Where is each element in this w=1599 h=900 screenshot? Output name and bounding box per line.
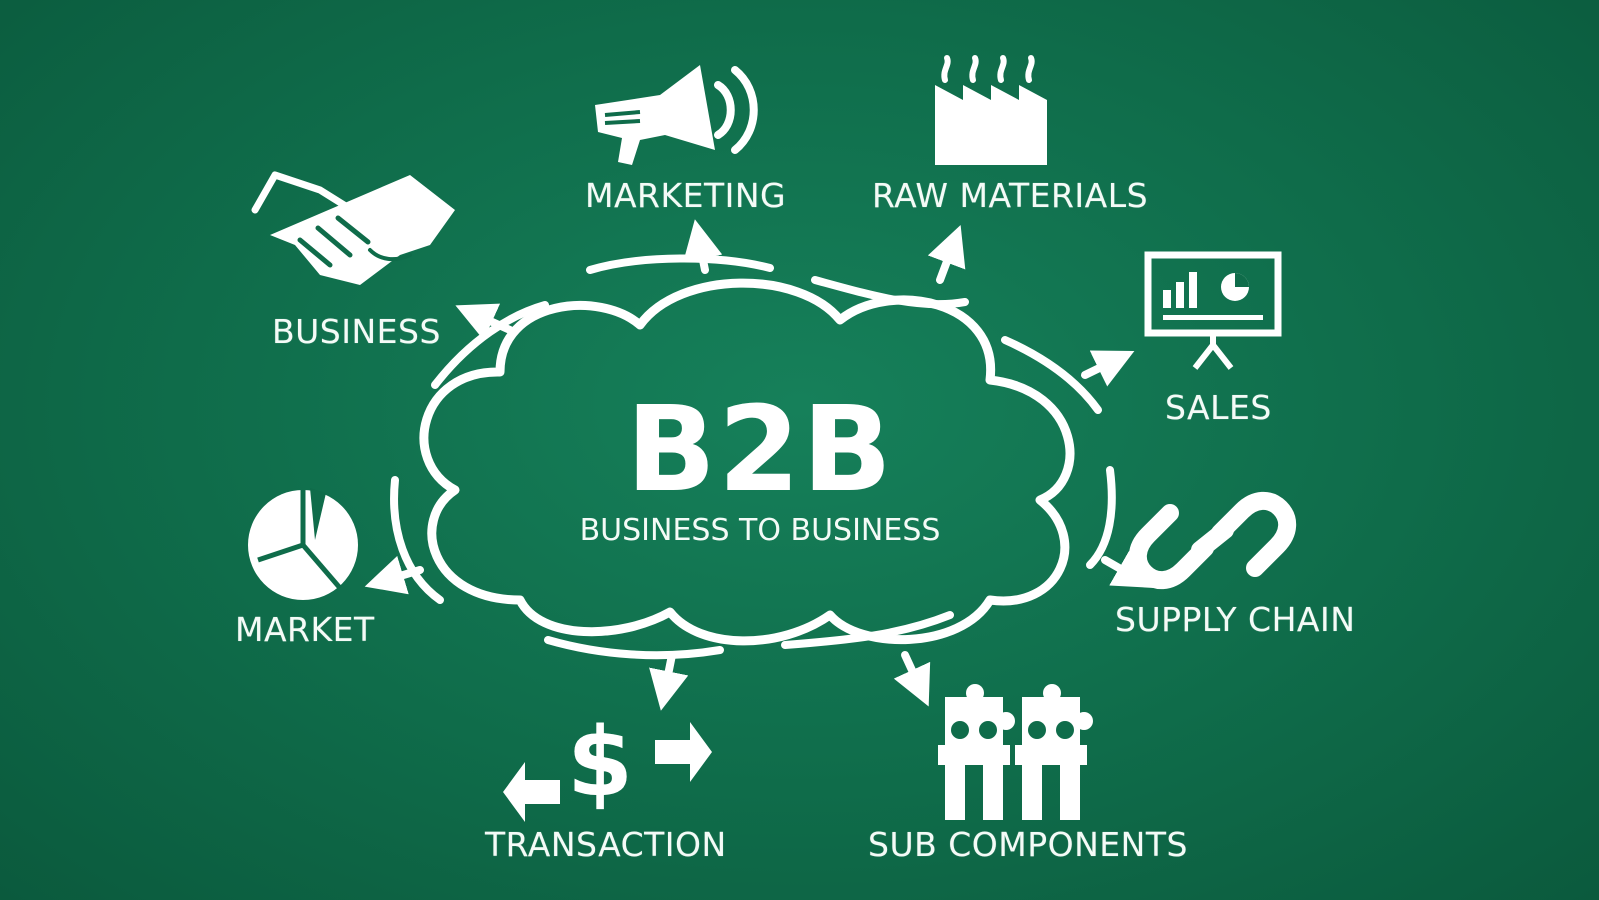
transaction-icon: $ [503, 708, 712, 822]
center-subtitle: BUSINESS TO BUSINESS [579, 513, 941, 548]
label-raw-materials: RAW MATERIALS [872, 176, 1149, 215]
puzzle-people-icon [938, 684, 1093, 820]
cloud-shape [419, 278, 1075, 646]
label-transaction: TRANSACTION [485, 825, 727, 864]
handshake-icon [251, 171, 455, 285]
label-sub-components: SUB COMPONENTS [868, 825, 1188, 864]
label-sales: SALES [1165, 388, 1272, 427]
center-title: B2B [626, 380, 894, 518]
chain-link-icon [1128, 491, 1297, 590]
label-business: BUSINESS [272, 312, 441, 351]
label-marketing: MARKETING [585, 176, 787, 215]
cloud-outer-arcs [390, 254, 1116, 660]
megaphone-icon [595, 65, 758, 165]
factory-icon [935, 55, 1047, 165]
pie-chart-icon [248, 488, 358, 600]
presentation-board-icon [1144, 251, 1282, 370]
label-supply-chain: SUPPLY CHAIN [1115, 600, 1356, 639]
label-market: MARKET [235, 610, 375, 649]
connector-arrows [364, 219, 1154, 711]
svg-text:$: $ [567, 708, 633, 818]
